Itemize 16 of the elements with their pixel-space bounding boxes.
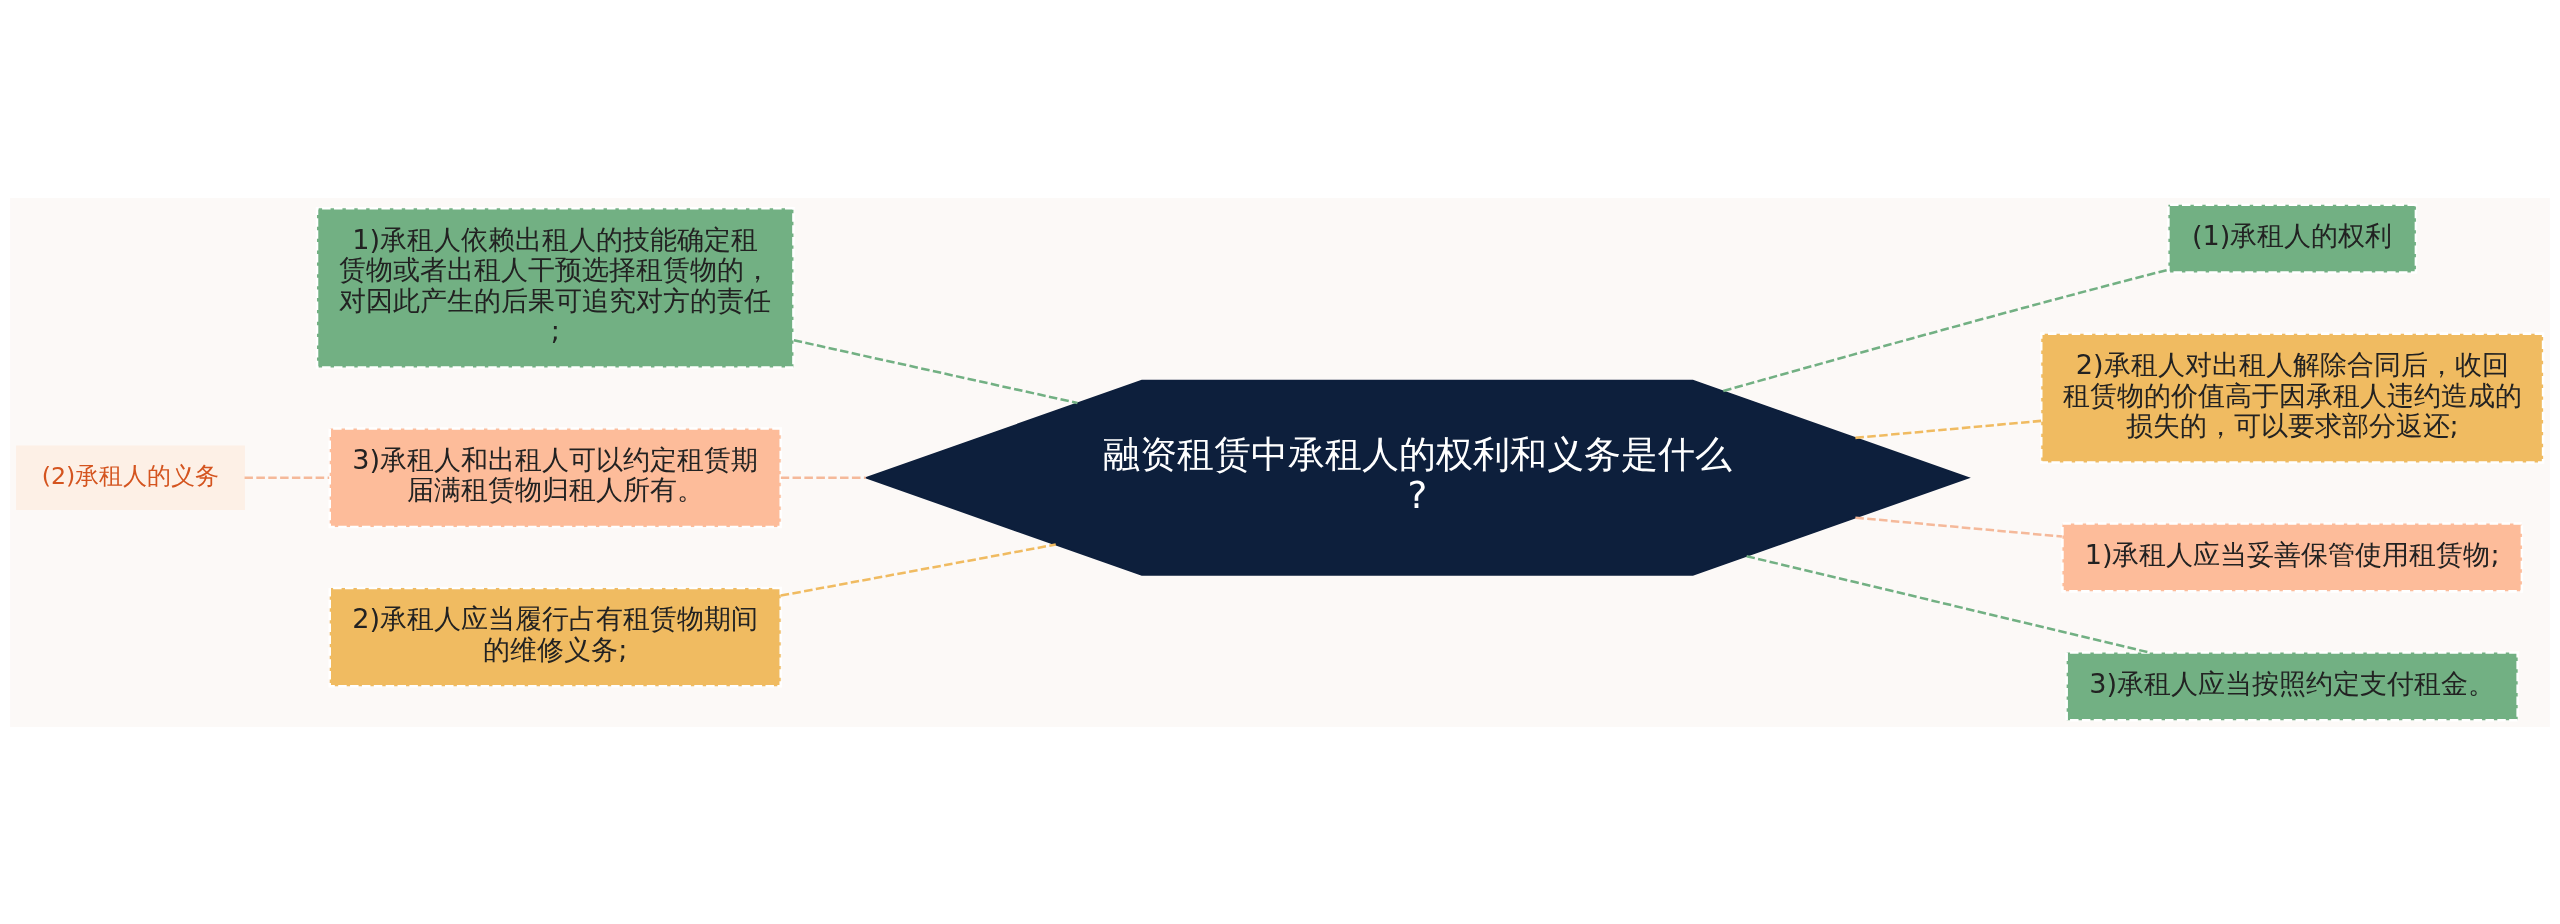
- node-box: 3)承租人应当按照约定支付租金。: [2065, 650, 2519, 721]
- node-box: 1)承租人应当妥善保管使用租赁物;: [2061, 521, 2524, 593]
- connector: [1722, 268, 2169, 392]
- node-box: 2)承租人对出租人解除合同后，收回租赁物的价值高于因承租人违约造成的损失的，可以要求部分返还;: [2039, 331, 2545, 464]
- connector: [244, 476, 330, 479]
- connector: [793, 338, 1078, 404]
- node-box: (1)承租人的权利: [2167, 203, 2418, 274]
- node-box: (2)承租人的义务: [16, 445, 245, 510]
- node-box: 2)承租人应当履行占有租赁物期间的维修义务;: [328, 586, 782, 688]
- connector: [780, 476, 866, 479]
- node-box: 3)承租人和出租人可以约定租赁期届满租赁物归租人所有。: [328, 426, 782, 528]
- connector: [1855, 515, 2062, 538]
- connector: [1855, 419, 2042, 439]
- node-box: 1)承租人依赖出租人的技能确定租赁物或者出租人干预选择租赁物的，对因此产生的后果可追究对方的责任;: [315, 206, 795, 369]
- connector: [1746, 554, 2149, 654]
- connector: [780, 542, 1056, 597]
